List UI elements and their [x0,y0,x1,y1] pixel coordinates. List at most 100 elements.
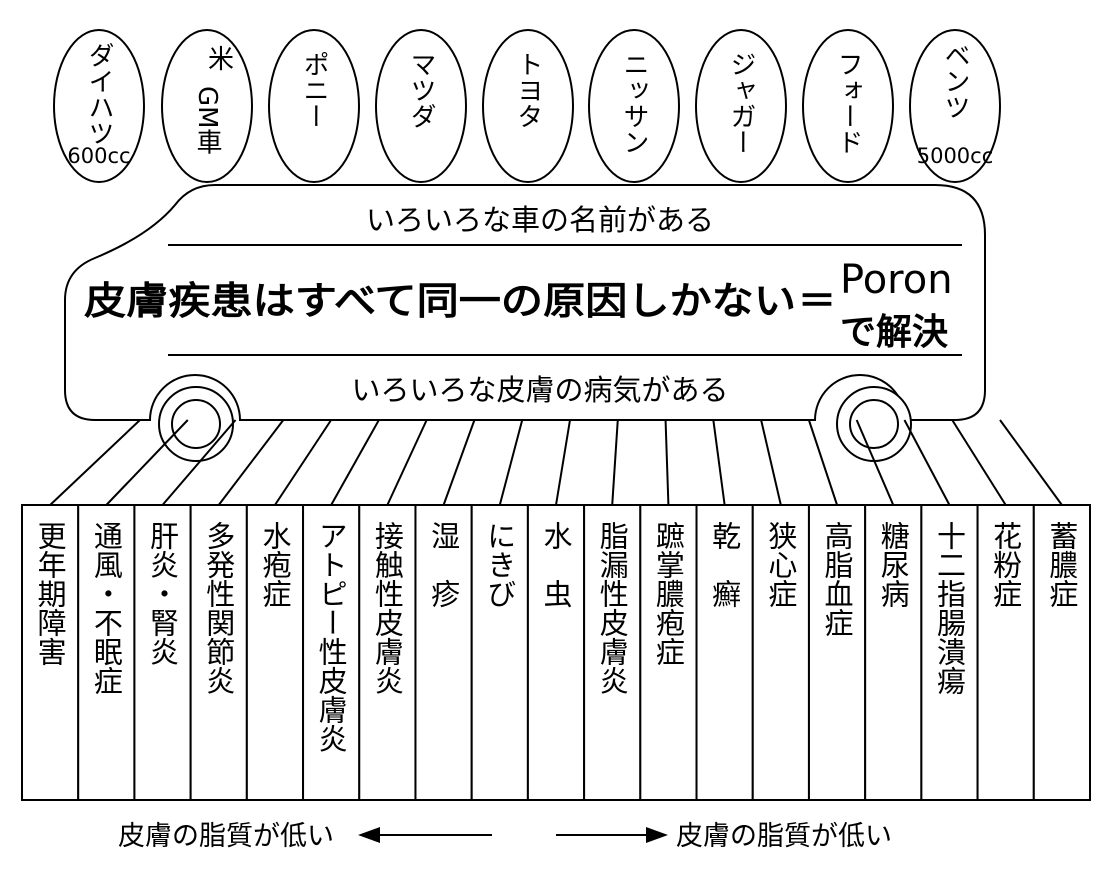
footer-left-label: 皮膚の脂質が低い [118,821,334,852]
disease-label: 湿 疹 [427,521,461,608]
footer-right-label: 皮膚の脂質が低い [676,821,892,852]
bus-top-caption: いろいろな車の名前がある [366,203,714,237]
brand-name: GM車 [192,86,222,155]
disease-box: 水 虫 [526,504,586,801]
disease-box-frame [807,504,867,801]
disease-box: 接触性皮膚炎 [358,504,417,801]
disease-label: 多発性関節炎 [202,521,236,695]
connector-line [555,419,571,506]
brand-name: マツダ [406,51,436,129]
disease-label: 高脂血症 [820,521,854,637]
car-brand-oval: ベンツ 5000cc [909,29,1001,183]
poron-label: Poron [840,257,953,303]
car-brand-oval: ジャガー [695,29,787,183]
connector-line [903,419,951,506]
wheel-right [836,386,912,462]
disease-label: 狭心症 [764,521,798,608]
disease-box: 狭心症 [751,504,810,801]
connector-line [712,419,726,506]
oval-shape [161,29,253,183]
disease-list: 更年期障害通風・不眠症肝炎・腎炎多発性関節炎水疱症アトピー性皮膚炎接触性皮膚炎湿… [21,504,1091,801]
brand-name: ニッサン [619,51,649,155]
disease-label: 乾 癬 [708,521,742,608]
bus: いろいろな車の名前がある 皮膚疾患はすべて同一の原因しかない ＝ Poron で… [64,184,986,462]
connector-line [217,419,285,506]
disease-label: 十二指腸潰瘍 [932,521,966,695]
brand-name: ダイハツ [84,42,114,146]
disease-box: 肝炎・腎炎 [133,504,192,801]
disease-box: 蹠掌膿疱症 [639,504,698,801]
disease-box: 通風・不眠症 [77,504,136,801]
disease-box-frame [583,504,642,801]
brand-name: ジャガー [726,51,756,155]
disease-box: 十二指腸潰瘍 [920,504,979,801]
disease-box: 多発性関節炎 [189,504,248,801]
disease-label: 脂漏性皮膚炎 [595,521,629,695]
disease-box-frame [864,504,923,801]
connector-line [274,419,332,506]
car-brand-oval: トヨタ [482,29,574,183]
disease-label: 水疱症 [258,521,292,608]
disease-box: 糖尿病 [864,504,923,801]
disease-label: 接触性皮膚炎 [370,521,404,695]
connector-line [49,419,141,506]
disease-label: アトピー性皮膚炎 [314,521,348,753]
connector-line [442,419,476,506]
disease-box: にきび [470,504,529,801]
disease-label: 肝炎・腎炎 [146,521,180,666]
connector-line [999,419,1063,506]
disease-box-frame [639,504,698,801]
car-brand-oval: マツダ [375,29,467,183]
car-brand-oval: ポニー [268,29,360,183]
disease-box: アトピー性皮膚炎 [302,504,361,801]
bus-body [64,184,986,421]
disease-box-frame [245,504,305,801]
disease-box: 乾 癬 [695,504,754,801]
kaiketsu-label: で解決 [840,312,948,353]
disease-box: 高脂血症 [807,504,867,801]
disease-box-frame [414,504,473,801]
brand-name: ベンツ [940,42,970,120]
oval-shape [53,29,145,183]
engine-size: 600cc [67,144,130,168]
connector-line [386,419,428,506]
car-brand-oval: GM車 米 [161,29,253,183]
bus-headline: 皮膚疾患はすべて同一の原因しかない [84,279,796,323]
disease-label: 水 虫 [539,521,573,608]
disease-box: 水疱症 [245,504,305,801]
oval-shape [375,29,467,183]
disease-box-frame [526,504,586,801]
connector-line [951,419,1007,506]
bus-bottom-caption: いろいろな皮膚の病気がある [351,373,728,407]
car-brand-oval: フォード [802,29,894,183]
brand-name: フォード [833,51,863,155]
connector-lines [49,419,1063,506]
oval-shape [482,29,574,183]
engine-size: 5000cc [917,144,994,168]
disease-label: 蹠掌膿疱症 [651,521,685,666]
connector-line [330,419,380,506]
arrow-left [358,827,492,843]
oval-shape [695,29,787,183]
arrow-right [556,827,668,843]
connector-line [105,419,189,506]
brand-prefix: 米 [208,45,234,75]
connector-line [611,419,619,506]
disease-box: 脂漏性皮膚炎 [583,504,642,801]
oval-shape [909,29,1001,183]
equals-sign: ＝ [798,279,836,323]
brand-name: トヨタ [513,51,543,129]
disease-label: 蓄膿症 [1045,521,1079,608]
disease-label: 花粉症 [989,521,1023,608]
disease-box: 湿 疹 [414,504,473,801]
disease-box-frame [1032,504,1091,801]
disease-box-frame [920,504,979,801]
oval-shape [802,29,894,183]
disease-label: 更年期障害 [33,521,67,666]
footer: 皮膚の脂質が低い 皮膚の脂質が低い [118,821,892,852]
disease-box: 蓄膿症 [1032,504,1091,801]
connector-line [161,419,237,506]
